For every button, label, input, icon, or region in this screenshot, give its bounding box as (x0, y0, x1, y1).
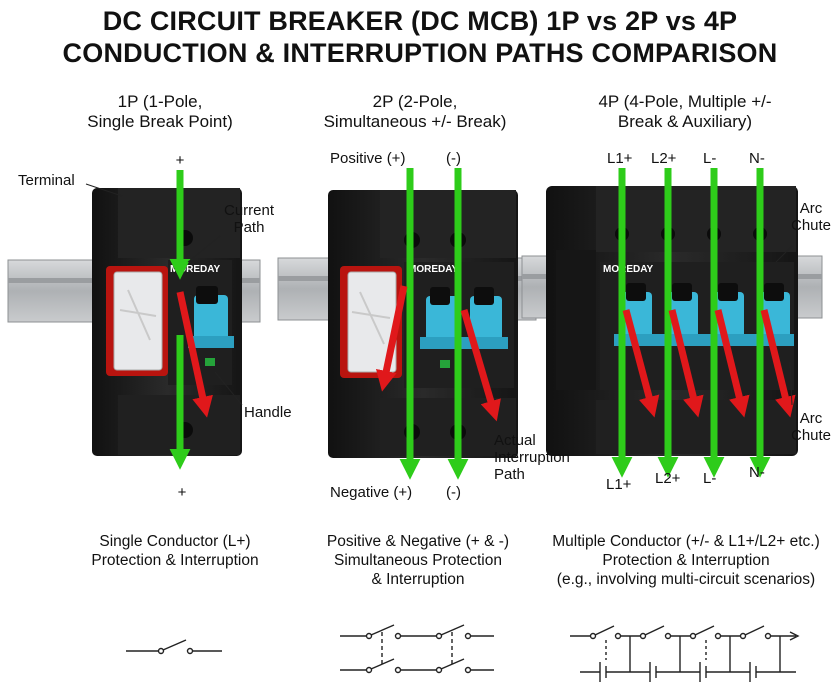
label-4p-top-n: N- (749, 150, 765, 167)
label-4p-bottom-l2: L2+ (655, 470, 681, 487)
heading-4p: 4P (4-Pole, Multiple +/- Break & Auxilia… (598, 92, 772, 131)
label-4p-top-l2: L2+ (651, 150, 677, 167)
interruption-arrow-4p-3 (714, 309, 750, 418)
label-4p-bottom-n: N- (749, 464, 765, 481)
description-1p: Single Conductor (L+) Protection & Inter… (91, 533, 259, 569)
interruption-arrow-4p-2 (668, 309, 704, 418)
description-2p: Positive & Negative (+ & -) Simultaneous… (326, 533, 510, 588)
brand-logo-1p: MOREDAY (170, 264, 221, 275)
label-4p-top-l: L- (703, 150, 717, 167)
interruption-arrow-4p-4 (760, 309, 796, 418)
label-2p-bottom-negative: (-) (446, 484, 461, 501)
interruption-arrow-1p (176, 291, 213, 418)
callout-handle: Handle (244, 404, 292, 421)
breaker-1p: MOREDAY (7, 170, 261, 470)
heading-2p: 2P (2-Pole, Simultaneous +/- Break) (323, 92, 507, 131)
label-2p-top-positive: Positive (+) (330, 150, 406, 167)
description-4p: Multiple Conductor (+/- & L1+/L2+ etc.) … (552, 533, 820, 588)
page-title-line2: CONDUCTION & INTERRUPTION PATHS COMPARIS… (62, 38, 778, 68)
heading-1p: 1P (1-Pole, Single Break Point) (87, 92, 233, 131)
callout-interruption-path: Actual Interruption Path (494, 432, 570, 483)
label-1p-top: + (175, 152, 185, 169)
callout-current-path: Current Path (223, 202, 275, 236)
breaker-2p: MOREDAY (277, 168, 537, 480)
brand-logo-2p: MOREDAY (408, 264, 459, 275)
interruption-arrow-2p-b (460, 309, 501, 422)
callout-arc-chute-top: Arc Chute (790, 200, 832, 234)
brand-logo-4p: MOREDAY (603, 264, 654, 275)
symbol-1p (126, 639, 222, 655)
interruption-arrow-4p-1 (622, 309, 660, 418)
breaker-4p: MOREDAY (521, 168, 823, 478)
symbol-2p (340, 624, 494, 674)
interruption-arrow-2p-a (376, 285, 408, 392)
label-2p-bottom-positive: Negative (+) (330, 484, 413, 501)
callout-arc-chute-bottom: Arc Chute (790, 410, 832, 444)
symbol-4p (570, 625, 800, 682)
label-4p-bottom-l: L- (703, 470, 717, 487)
label-1p-bottom: + (177, 484, 187, 501)
label-4p-bottom-l1: L1+ (606, 476, 632, 493)
label-4p-top-l1: L1+ (607, 150, 633, 167)
label-2p-top-negative: (-) (446, 150, 461, 167)
callout-terminal: Terminal (18, 172, 75, 189)
page-title-line1: DC CIRCUIT BREAKER (DC MCB) 1P vs 2P vs … (102, 6, 738, 36)
